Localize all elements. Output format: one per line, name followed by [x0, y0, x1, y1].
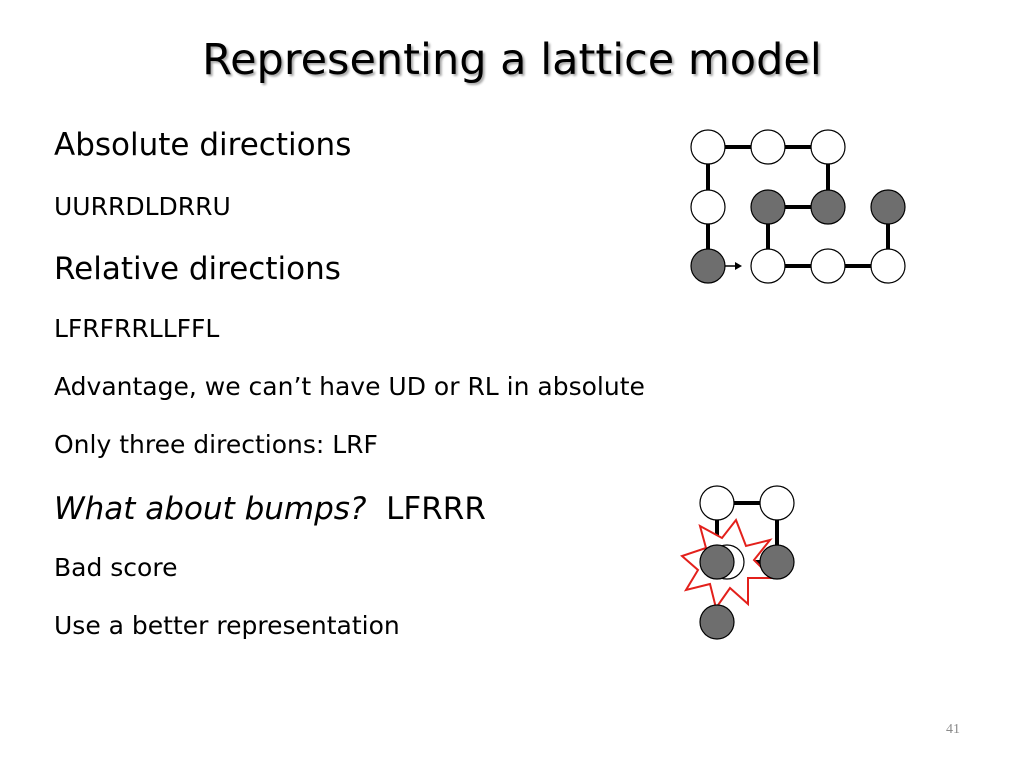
lattice-node-filled: [699, 604, 735, 640]
bumps-sequence: LFRRR: [386, 491, 486, 527]
start-arrow: [724, 262, 742, 270]
lattice-node-empty: [870, 248, 906, 284]
lattice-node-filled: [759, 544, 795, 580]
bumps-question: What about bumps?: [54, 491, 367, 527]
bullet-bumps: What about bumps? LFRRR: [54, 489, 486, 529]
lattice-node-empty: [750, 129, 786, 165]
lattice-node-empty: [690, 189, 726, 225]
lattice-node-empty: [810, 248, 846, 284]
bullet-better-representation: Use a better representation: [54, 611, 400, 640]
bullet-three-directions: Only three directions: LRF: [54, 430, 378, 459]
lattice-node-filled: [750, 189, 786, 225]
bump-diagram: [680, 485, 795, 640]
lattice-node-empty: [810, 129, 846, 165]
bullet-advantage: Advantage, we can’t have UD or RL in abs…: [54, 372, 645, 401]
bullet-absolute-sequence: UURRDLDRRU: [54, 192, 231, 221]
lattice-node-empty: [699, 485, 735, 521]
lattice-node-filled: [870, 189, 906, 225]
slide-number: 41: [946, 722, 960, 737]
bullet-bad-score: Bad score: [54, 553, 178, 582]
lattice-nodes: [690, 129, 906, 284]
bullet-absolute-directions: Absolute directions: [54, 127, 352, 163]
bullet-relative-sequence: LFRFRRLLFFL: [54, 314, 220, 343]
lattice-node-empty: [759, 485, 795, 521]
lattice-node-filled: [810, 189, 846, 225]
lattice-node-empty: [690, 129, 726, 165]
lattice-node-filled: [690, 248, 726, 284]
bullet-relative-directions: Relative directions: [54, 251, 341, 287]
lattice-fold-diagram: [706, 145, 890, 268]
slide-title: Representing a lattice model: [202, 35, 822, 85]
lattice-node-filled: [699, 544, 735, 580]
lattice-node-empty: [750, 248, 786, 284]
